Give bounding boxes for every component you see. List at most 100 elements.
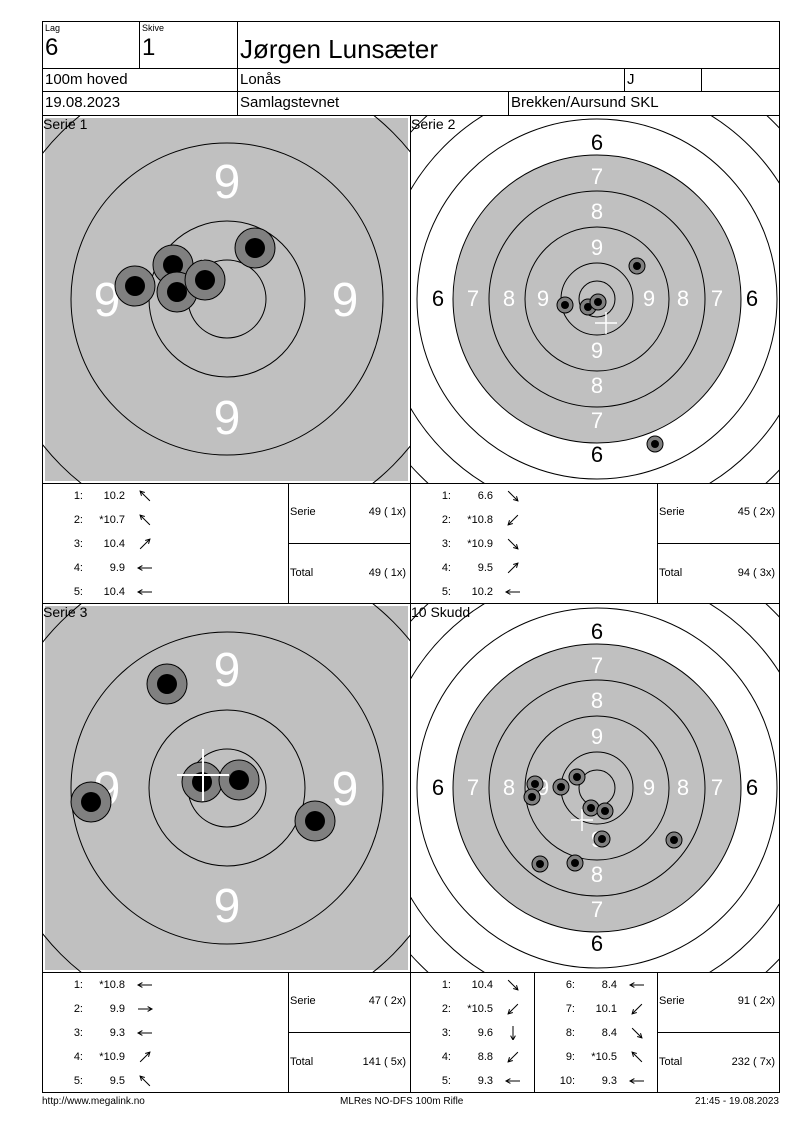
footer-program: MLRes NO-DFS 100m Rifle [340,1096,464,1107]
shot-index: 1: [73,979,83,991]
target-svg: 6 6 6 6 7 7 7 7 8 8 8 8 9 9 9 9 [411,604,779,972]
svg-text:8: 8 [591,373,603,398]
shot-value: *10.5 [467,1003,493,1015]
direction-arrow-icon [503,585,523,599]
svg-text:9: 9 [214,880,241,933]
shot-row: 8:8.4 [535,1024,659,1042]
total-summary-4: Total 232 ( 7x) [657,1032,780,1093]
direction-arrow-icon [135,537,155,551]
serie-label: Serie [290,506,316,518]
svg-text:9: 9 [591,724,603,749]
serie-summary-1: Serie 49 ( 1x) [288,483,411,544]
total-summary-3: Total 141 ( 5x) [288,1032,411,1093]
svg-text:9: 9 [643,286,655,311]
direction-arrow-icon [135,561,155,575]
footer-timestamp: 21:45 - 19.08.2023 [695,1096,779,1107]
blank-cell [701,68,780,92]
shot-index: 4: [73,1051,83,1063]
target-svg: 9 9 9 9 [43,604,410,972]
shot-value: 9.5 [109,1075,125,1087]
shot-row: 5: 10.2 [411,583,535,601]
lag-cell: Lag 6 [42,21,140,69]
organizer: Brekken/Aursund SKL [511,94,659,111]
shot-row: 6:8.4 [535,976,659,994]
svg-text:6: 6 [591,130,603,155]
serie-value: 45 ( 2x) [737,506,775,518]
svg-text:7: 7 [467,775,479,800]
svg-text:6: 6 [591,931,603,956]
panel-title: 10 Skudd [411,604,471,620]
club-cell: Lonås [237,68,625,92]
panel-title: Serie 2 [411,116,456,132]
svg-text:8: 8 [677,775,689,800]
shot-value: *10.7 [99,514,125,526]
shot-row: 1:10.2 [43,487,167,505]
shot-index: 2: [441,1003,451,1015]
shot-row: 2: *10.5 [411,1000,535,1018]
shot-value: 8.4 [601,1027,617,1039]
shot-index: 1: [73,490,83,502]
direction-arrow-icon [503,1026,523,1042]
shot-value: 9.5 [477,562,493,574]
shot-value: 9.3 [109,1027,125,1039]
svg-text:6: 6 [746,286,758,311]
shot-value: 10.2 [471,586,493,598]
shot-index: 7: [565,1003,575,1015]
skive-label: Skive [142,23,165,33]
shot-index: 4: [441,1051,451,1063]
total-label: Total [659,1056,683,1068]
direction-arrow-icon [135,585,155,599]
shot-value: 8.8 [477,1051,493,1063]
svg-text:7: 7 [591,164,603,189]
skive-value: 1 [142,34,156,61]
target-panel-10-skudd: 10 Skudd 6 6 6 6 7 7 7 7 8 8 8 8 9 [410,603,780,973]
shot-value: 9.3 [477,1075,493,1087]
total-summary-2: Total 94 ( 3x) [657,543,780,604]
footer-url[interactable]: http://www.megalink.no [42,1096,145,1107]
shot-row: 9:*10.5 [535,1048,659,1066]
svg-text:9: 9 [591,235,603,260]
target-panel-serie-3: Serie 3 9 9 9 9 [42,603,411,973]
shot-row: 1:10.4 [411,976,535,994]
shot-row: 10:9.3 [535,1072,659,1090]
shot-index: 5: [441,586,451,598]
date: 19.08.2023 [45,94,121,111]
shot-holes [114,227,276,313]
svg-text:7: 7 [591,897,603,922]
discipline: 100m hoved [45,71,128,88]
skive-cell: Skive 1 [139,21,238,69]
direction-arrow-icon [135,1002,155,1016]
direction-arrow-icon [503,513,523,527]
shot-value: 10.4 [103,586,125,598]
direction-arrow-icon [135,513,155,527]
svg-text:7: 7 [591,408,603,433]
shot-value: 10.1 [595,1003,617,1015]
serie-value: 47 ( 2x) [368,995,406,1007]
shot-index: 2: [73,1003,83,1015]
svg-text:8: 8 [503,775,515,800]
shot-row: 4: 8.8 [411,1048,535,1066]
club: Lonås [240,71,281,88]
direction-arrow-icon [503,1074,523,1088]
shot-row: 1:6.6 [411,487,535,505]
svg-text:6: 6 [591,442,603,467]
direction-arrow-icon [135,1050,155,1064]
panel-title: Serie 1 [43,116,88,132]
direction-arrow-icon [627,1026,647,1040]
total-label: Total [659,567,683,579]
shot-index: 4: [441,562,451,574]
class-cell: J [624,68,702,92]
shot-row: 3:9.6 [411,1024,535,1042]
svg-text:6: 6 [432,775,444,800]
serie-value: 91 ( 2x) [737,995,775,1007]
shot-value: 6.6 [477,490,493,502]
total-value: 94 ( 3x) [737,567,775,579]
svg-text:9: 9 [332,763,359,816]
shooter-cell: Jørgen Lunsæter [237,21,780,69]
event: Samlagstevnet [240,94,340,111]
shot-row: 4:9.9 [43,559,167,577]
